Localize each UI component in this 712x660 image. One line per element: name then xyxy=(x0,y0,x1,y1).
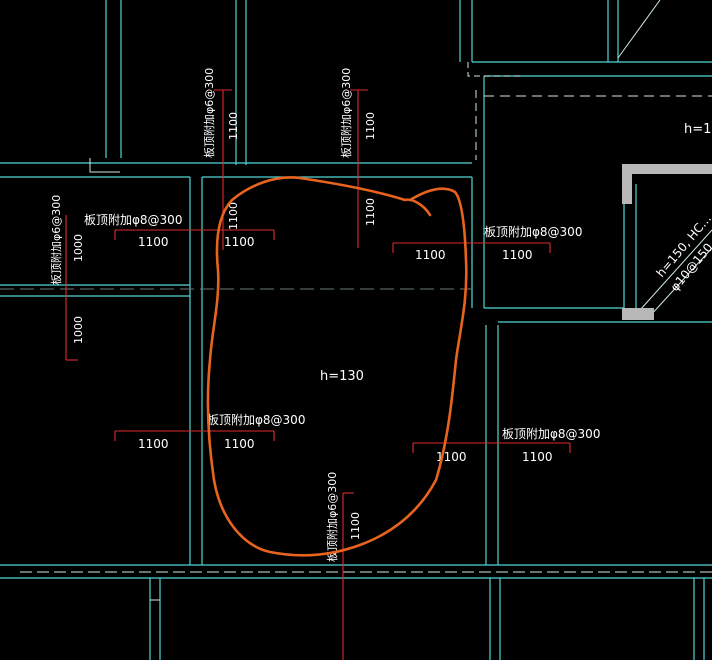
dim-right-2: 1100 xyxy=(502,248,533,262)
rebar-dim-left-lower: 1000 xyxy=(72,316,85,344)
rebar-label-bottom: 板顶附加φ6@300 xyxy=(325,472,339,562)
hand-drawn-markup-circle xyxy=(206,176,468,557)
rebar-dim-top-left-lower: 1100 xyxy=(227,202,240,230)
rebar-lines xyxy=(65,89,571,660)
rebar-dim-top-left: 1100 xyxy=(227,112,240,140)
rebar-dim-bottom: 1100 xyxy=(349,512,362,540)
rebar-label-right-horizontal: 板顶附加φ8@300 xyxy=(484,225,582,239)
slab-thickness-label: h=130 xyxy=(320,369,364,384)
rebar-label-top-left: 板顶附加φ6@300 xyxy=(202,68,216,158)
rebar-label-mid-left: 板顶附加φ8@300 xyxy=(207,413,305,427)
rebar-label-left: 板顶附加φ6@300 xyxy=(49,195,63,285)
dim-mid-left-2: 1100 xyxy=(224,437,255,451)
dim-right-1: 1100 xyxy=(415,248,446,262)
dim-left-2: 1100 xyxy=(224,235,255,249)
rebar-dim-left-upper: 1000 xyxy=(72,234,85,262)
columns xyxy=(622,164,712,320)
slab-thickness-label-right: h=130 xyxy=(684,122,712,137)
rebar-label-top-centre: 板顶附加φ6@300 xyxy=(339,68,353,158)
rebar-dim-top-centre: 1100 xyxy=(364,112,377,140)
rebar-label-mid-right: 板顶附加φ8@300 xyxy=(502,427,600,441)
thin-lines xyxy=(0,0,712,601)
rebar-dim-top-centre-lower: 1100 xyxy=(364,198,377,226)
rebar-label-left-horizontal: 板顶附加φ8@300 xyxy=(84,213,182,227)
dim-mid-right-2: 1100 xyxy=(522,450,553,464)
dim-mid-left-1: 1100 xyxy=(138,437,169,451)
dim-left-1: 1100 xyxy=(138,235,169,249)
